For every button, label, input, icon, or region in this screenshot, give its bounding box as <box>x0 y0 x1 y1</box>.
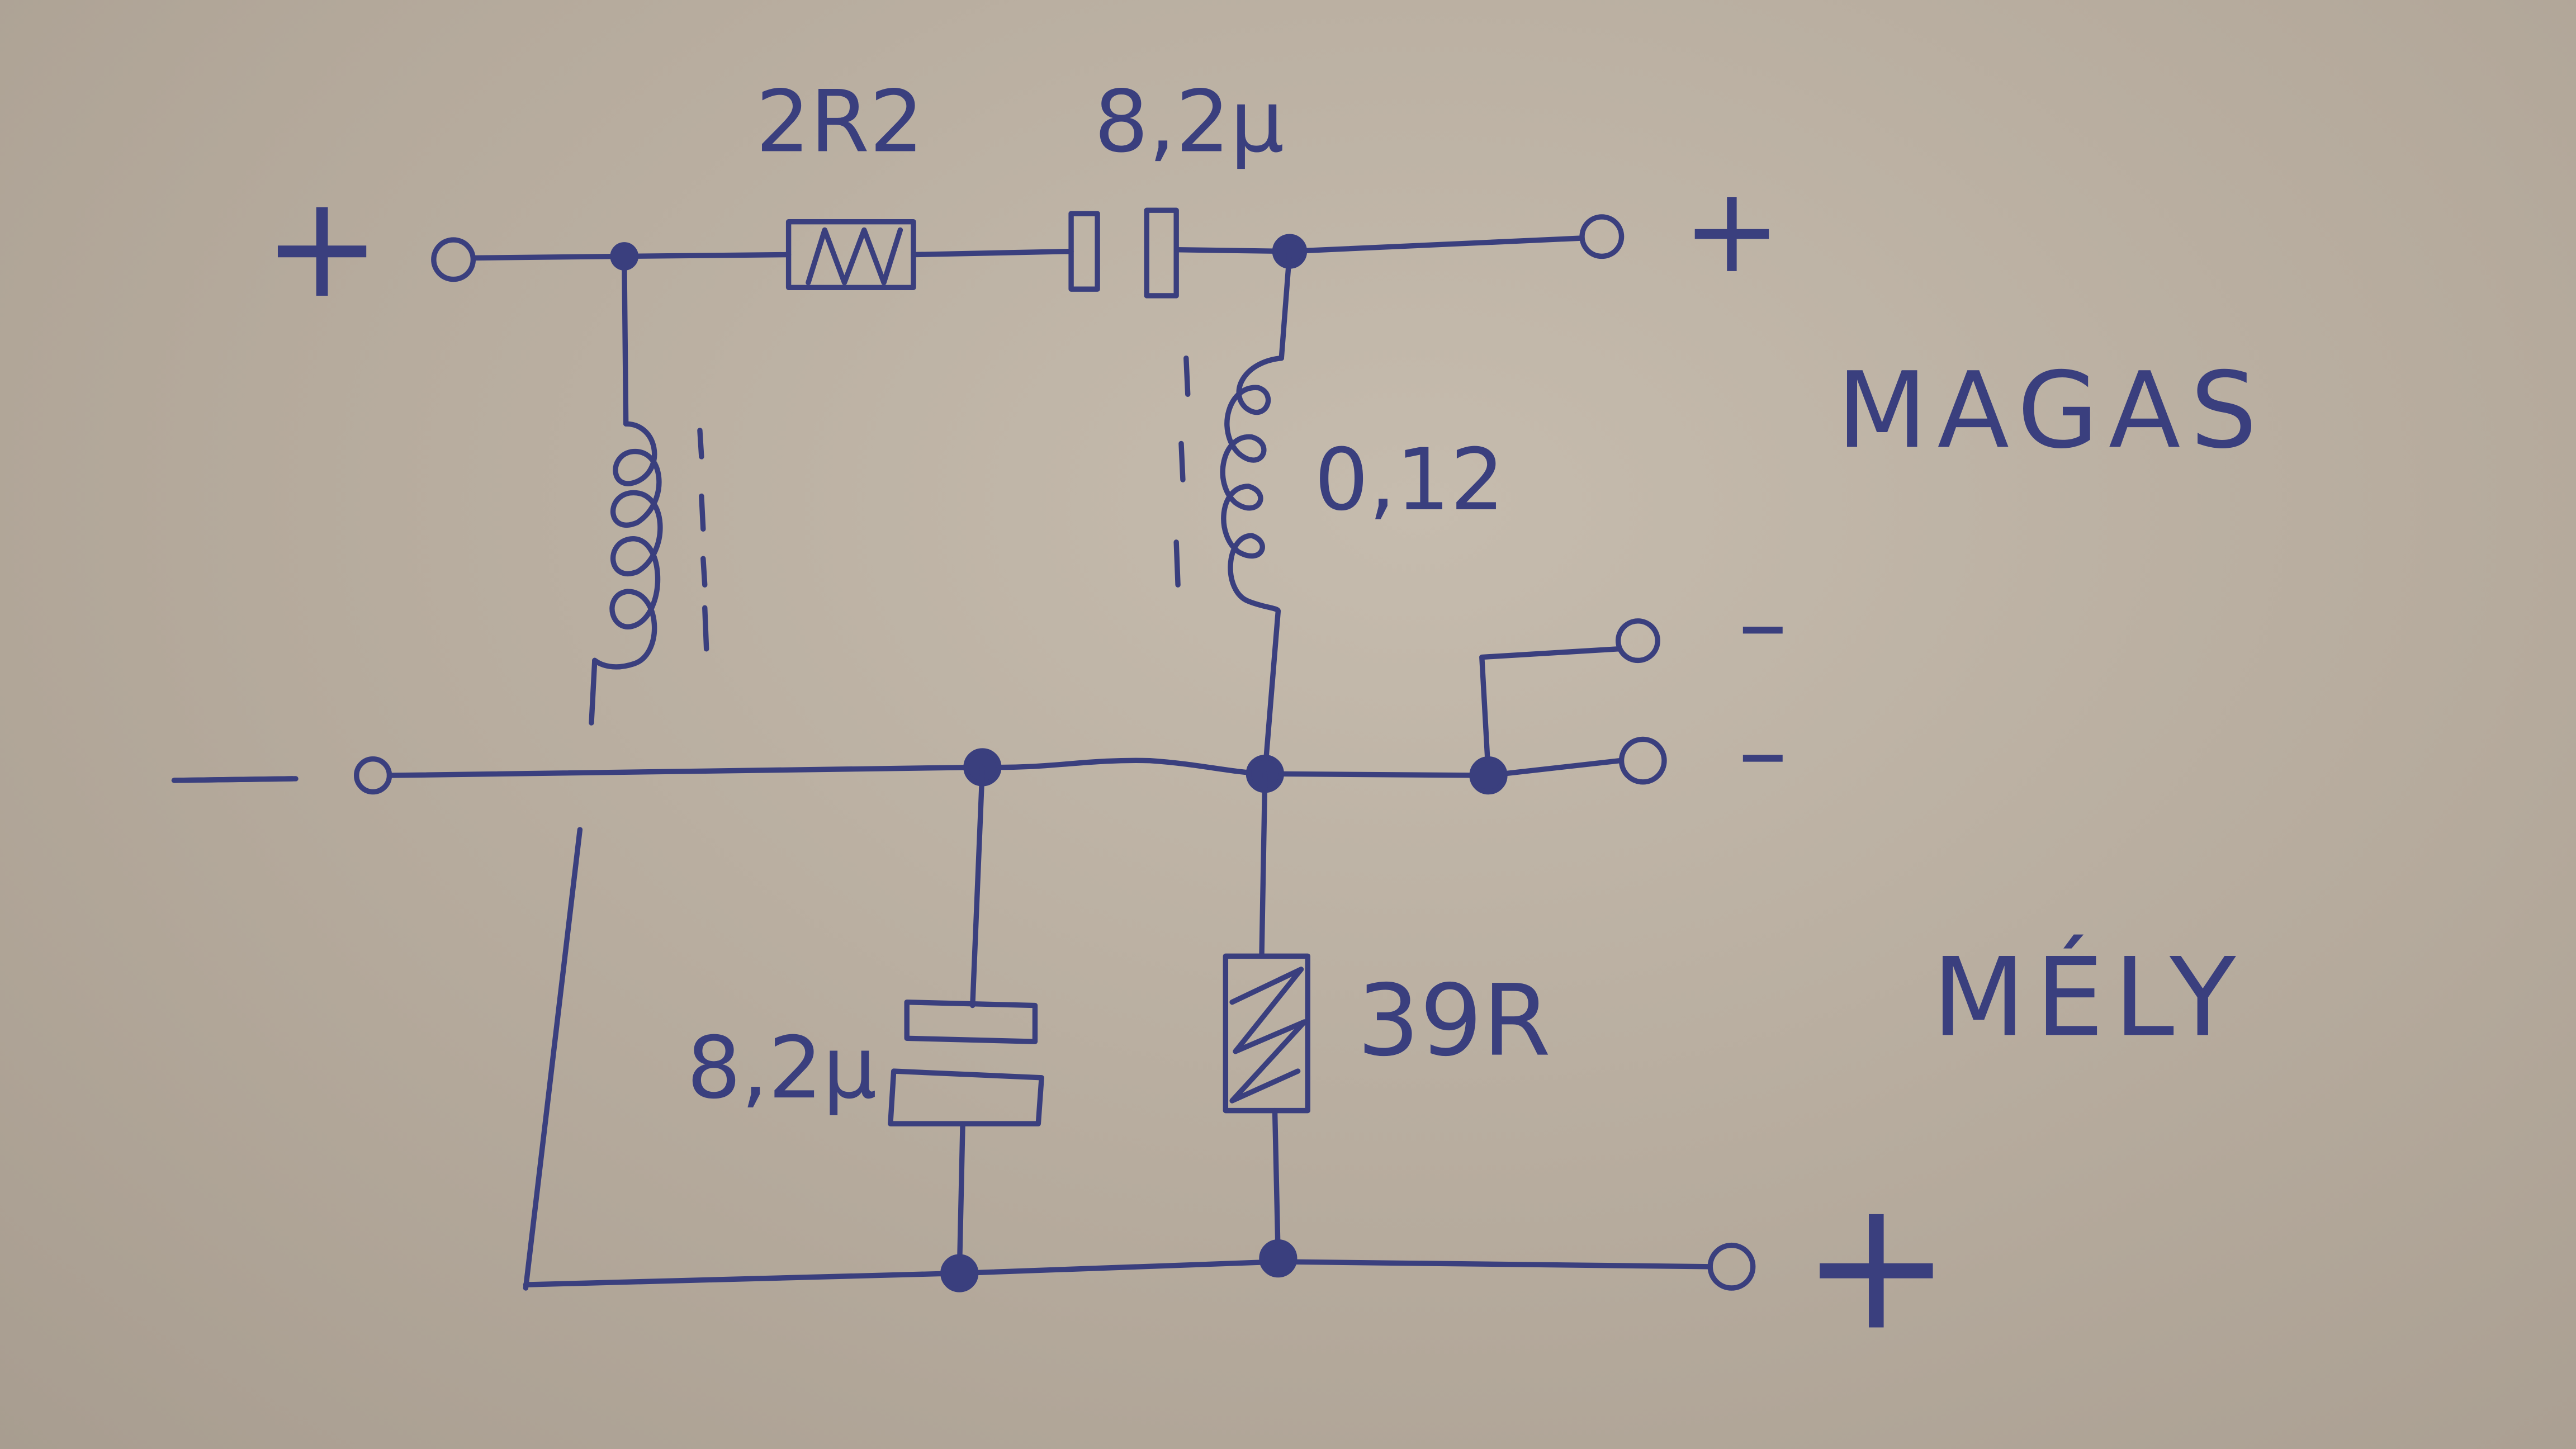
top-rail-wire-1 <box>472 253 627 261</box>
left-inductor-tail <box>589 657 598 726</box>
inductor-0-12-label: 0,12 <box>1314 430 1504 530</box>
output-high-plus-terminal <box>1579 214 1625 259</box>
core-mark <box>699 493 706 532</box>
capacitor-low-symbol <box>888 999 1044 1126</box>
right-inductor-wire-top <box>1278 248 1292 361</box>
top-rail-wire-3 <box>911 248 1074 258</box>
top-rail-wire-4 <box>1173 247 1292 254</box>
top-rail-wire-5 <box>1287 235 1583 254</box>
output-low-minus-label: – <box>1738 694 1787 809</box>
high-section-label: MAGAS <box>1837 349 2267 472</box>
mid-rail-wire-4 <box>1485 757 1623 778</box>
bottom-rail-wire-2 <box>956 1259 1281 1276</box>
input-minus-terminal <box>354 756 392 795</box>
capacitor-series-label: 8,2µ <box>1094 72 1284 172</box>
high-minus-branch <box>1479 646 1621 778</box>
core-mark <box>697 428 704 460</box>
input-plus-terminal <box>431 237 476 282</box>
left-inductor-wire-top <box>622 253 629 427</box>
output-low-plus-label: + <box>1801 1161 1952 1371</box>
capacitor-series-symbol <box>1068 207 1179 299</box>
core-mark <box>702 605 709 652</box>
junction-dot <box>940 1254 979 1292</box>
bottom-rail-wire-3 <box>1275 1259 1712 1270</box>
left-vertical-wire <box>523 827 583 1291</box>
low-section-label: MÉLY <box>1932 934 2246 1060</box>
low-res-wire-bottom <box>1272 1107 1281 1261</box>
output-low-minus-terminal <box>1618 736 1667 785</box>
mid-rail-wire-1 <box>386 764 986 778</box>
low-cap-wire-bottom <box>956 1121 965 1276</box>
input-minus-dash <box>171 776 295 783</box>
core-mark <box>1183 355 1191 397</box>
low-res-wire-top <box>1259 771 1268 959</box>
resistor-39r-label: 39R <box>1357 963 1551 1078</box>
output-high-plus-label: + <box>1682 162 1781 299</box>
capacitor-low-label: 8,2µ <box>686 1019 877 1118</box>
top-rail-wire-2 <box>622 252 792 259</box>
mid-rail-wire-2 <box>979 757 1268 776</box>
resistor-39r-symbol <box>1223 953 1310 1114</box>
left-inductor-coil <box>592 421 663 670</box>
output-high-minus-label: – <box>1738 566 1787 681</box>
right-inductor-wire-bottom <box>1262 608 1281 775</box>
resistor-2r2-label: 2R2 <box>756 72 924 172</box>
input-plus-label: + <box>263 164 381 329</box>
core-mark <box>700 556 708 588</box>
core-mark <box>1178 441 1186 482</box>
bottom-rail-wire-1 <box>523 1270 962 1287</box>
right-inductor-coil <box>1220 355 1284 614</box>
junction-dot <box>1259 1239 1298 1278</box>
mid-rail-wire-3 <box>1262 771 1491 778</box>
core-mark <box>1173 539 1181 588</box>
output-low-plus-terminal <box>1707 1242 1756 1291</box>
low-cap-wire-top <box>970 764 986 1008</box>
junction-dot <box>1469 756 1508 795</box>
output-high-minus-terminal <box>1615 618 1660 664</box>
resistor-2r2-symbol <box>785 219 916 290</box>
